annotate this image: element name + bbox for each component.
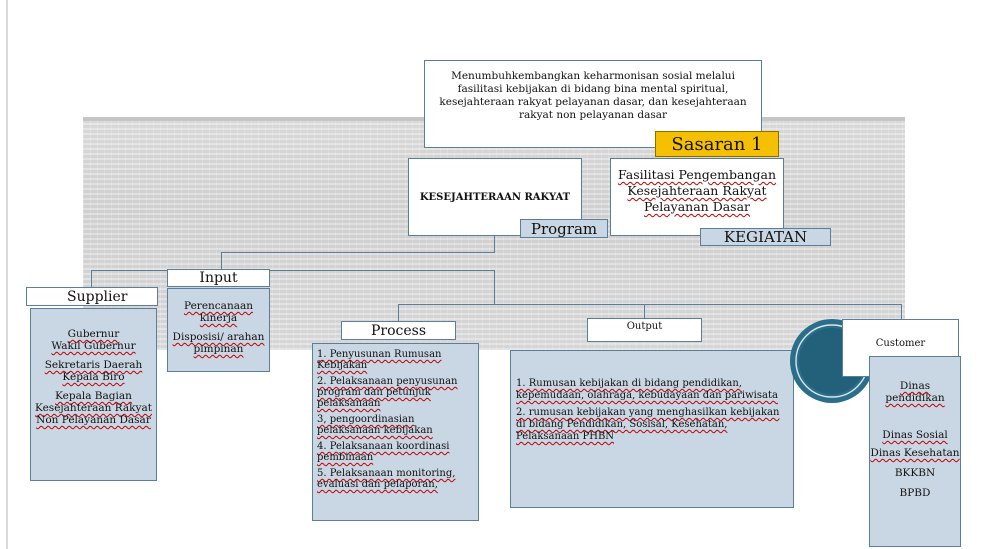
supplier-item: Gubernur Wakil Gubernur bbox=[51, 328, 136, 352]
process-item: 2. Pelaksanaan penyusunan program dan pe… bbox=[317, 376, 458, 409]
kegiatan-tag-label: KEGIATAN bbox=[723, 228, 808, 246]
kegiatan-box: Fasilitasi Pengembangan Kesejahteraan Ra… bbox=[610, 158, 784, 236]
supplier-item: Kepala Bagian Kesejahteraan Rakyat Non P… bbox=[35, 390, 152, 426]
supplier-header: Supplier bbox=[26, 287, 158, 306]
customer-item: BPBD bbox=[899, 487, 931, 499]
program-name: KESEJAHTERAAN RAKYAT bbox=[419, 191, 571, 203]
output-header-label: Output bbox=[626, 321, 663, 332]
program-tag-label: Program bbox=[530, 220, 598, 238]
program-tag: Program bbox=[520, 219, 608, 238]
output-item: 2. rumusan kebijakan yang menghasilkan k… bbox=[516, 407, 780, 442]
output-box: 1. Rumusan kebijakan di bidang pendidika… bbox=[510, 350, 794, 508]
sasaran-label: Sasaran 1 bbox=[671, 134, 763, 155]
sasaran-badge: Sasaran 1 bbox=[655, 131, 779, 157]
kegiatan-tag: KEGIATAN bbox=[700, 228, 831, 246]
supplier-header-label: Supplier bbox=[67, 289, 128, 305]
goal-text: Menumbuhkembangkan keharmonisan sosial m… bbox=[439, 70, 747, 121]
supplier-box: Gubernur Wakil Gubernur Sekretaris Daera… bbox=[30, 308, 157, 481]
process-item: 4. Pelaksanaan koordinasi pembinaan bbox=[317, 441, 450, 463]
output-item: 1. Rumusan kebijakan di bidang pendidika… bbox=[516, 378, 778, 401]
process-item: 5. Pelaksanaan monitoring, evaluasi dan … bbox=[317, 468, 456, 490]
output-header: Output bbox=[587, 318, 702, 342]
customer-header-label: Customer bbox=[875, 338, 926, 349]
process-box: 1. Penyusunan Rumusan Kebijakan 2. Pelak… bbox=[312, 343, 479, 521]
left-margin-rule bbox=[6, 0, 8, 549]
customer-item: BKKBN bbox=[894, 467, 936, 479]
kegiatan-name: Fasilitasi Pengembangan Kesejahteraan Ra… bbox=[617, 167, 777, 214]
input-header: Input bbox=[167, 269, 270, 287]
goal-box: Menumbuhkembangkan keharmonisan sosial m… bbox=[424, 60, 762, 148]
customer-box: Dinas pendidikan Dinas Sosial Dinas Kese… bbox=[869, 356, 961, 547]
input-header-label: Input bbox=[199, 270, 238, 286]
process-item: 3, pengoordinasian pelaksanaan kebijakan bbox=[317, 414, 433, 436]
supplier-item: Sekretaris Daerah Kepala Biro bbox=[44, 359, 143, 383]
customer-item: Dinas pendidikan bbox=[885, 380, 945, 404]
process-header: Process bbox=[341, 321, 456, 340]
process-item: 1. Penyusunan Rumusan Kebijakan bbox=[317, 349, 442, 371]
process-header-label: Process bbox=[370, 323, 427, 339]
input-item: Disposisi/ arahan pimpinan bbox=[172, 331, 265, 355]
customer-item: Dinas Kesehatan bbox=[870, 447, 960, 459]
customer-item: Dinas Sosial bbox=[882, 429, 948, 441]
input-item: Perencanaan kinerja bbox=[184, 300, 253, 324]
input-box: Perencanaan kinerja Disposisi/ arahan pi… bbox=[167, 288, 270, 372]
